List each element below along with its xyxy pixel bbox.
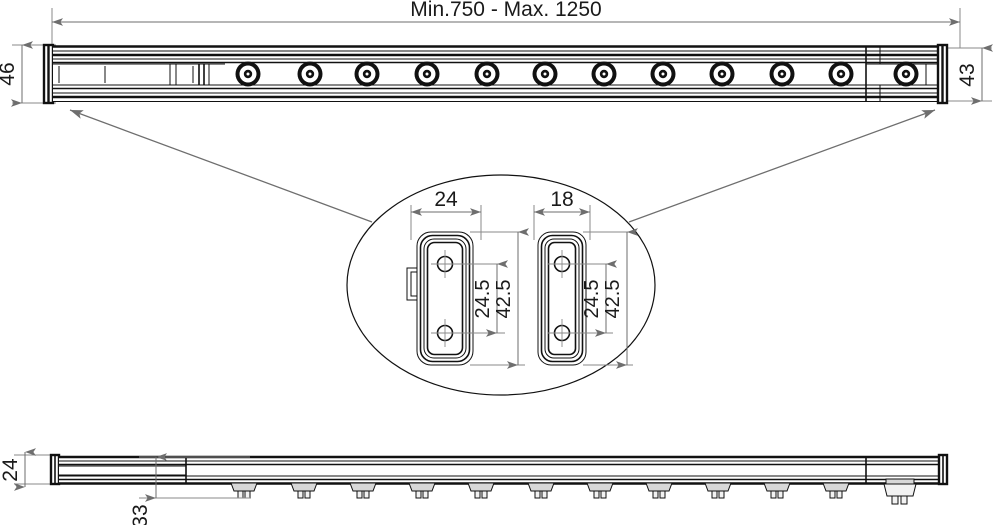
right-plate-width-label: 18 <box>550 188 573 211</box>
glider <box>467 482 495 499</box>
bottom-left-end-cap <box>49 453 61 486</box>
glider <box>349 482 377 499</box>
drop-dimension-label: 33 <box>129 504 152 525</box>
mounting-hole <box>709 61 735 87</box>
glider <box>586 482 614 499</box>
detail-view: 24 24.5 42.5 <box>346 174 656 396</box>
left-plate-hole-spacing-label: 24.5 <box>472 280 494 319</box>
left-plate-width-label: 24 <box>434 188 458 211</box>
left-end-cap <box>42 43 55 105</box>
right-plate-width-dimension: 18 <box>533 188 591 240</box>
left-height-dimension: 46 <box>0 41 56 107</box>
glider-group <box>230 478 917 505</box>
detail-boundary-ellipse <box>346 174 656 396</box>
mounting-hole <box>235 61 261 87</box>
mounting-hole <box>354 61 380 87</box>
right-height-dimension: 43 <box>946 44 993 105</box>
end-stop <box>883 478 917 505</box>
glider <box>822 482 850 499</box>
right-plate-height-dimension: 42.5 <box>583 228 638 369</box>
right-plate-hole-spacing-dimension: 24.5 <box>568 260 617 337</box>
right-end-cap <box>936 43 949 105</box>
drop-dimension: 33 <box>129 453 250 525</box>
mounting-hole <box>591 61 617 87</box>
mounting-hole <box>893 61 919 87</box>
glider <box>408 482 436 499</box>
detail-leader-right <box>628 109 936 223</box>
mounting-hole <box>769 61 795 87</box>
mounting-hole <box>532 61 558 87</box>
right-height-label: 43 <box>956 63 979 86</box>
left-plate-height-dimension: 42.5 <box>470 228 529 369</box>
bottom-right-end-cap <box>937 453 949 486</box>
rail-front-view <box>42 43 949 105</box>
left-height-label: 46 <box>0 62 19 85</box>
overall-length-label: Min.750 - Max. 1250 <box>410 0 601 21</box>
left-plate-height-label: 42.5 <box>493 280 515 319</box>
overall-length-dimension: Min.750 - Max. 1250 <box>51 0 961 48</box>
inner-carrier-left <box>53 63 225 86</box>
glider <box>527 482 555 499</box>
mounting-hole <box>828 61 854 87</box>
rail-side-view: 24 <box>0 448 949 525</box>
glider <box>645 482 673 499</box>
glider <box>763 482 791 499</box>
mounting-holes-group <box>235 61 919 87</box>
glider <box>704 482 732 499</box>
left-plate-width-dimension: 24 <box>410 188 482 240</box>
right-end-bracket <box>537 231 587 366</box>
detail-leader-left <box>69 109 373 223</box>
glider <box>290 482 318 499</box>
mounting-hole <box>414 61 440 87</box>
mounting-hole <box>650 61 676 87</box>
mounting-hole <box>297 61 323 87</box>
left-plate-hole-spacing-dimension: 24.5 <box>451 260 508 337</box>
glider <box>230 482 258 499</box>
bottom-height-label: 24 <box>0 458 22 482</box>
right-plate-hole-spacing-label: 24.5 <box>581 280 603 319</box>
mounting-hole <box>474 61 500 87</box>
right-plate-height-label: 42.5 <box>602 280 624 319</box>
left-end-bracket <box>406 231 474 366</box>
